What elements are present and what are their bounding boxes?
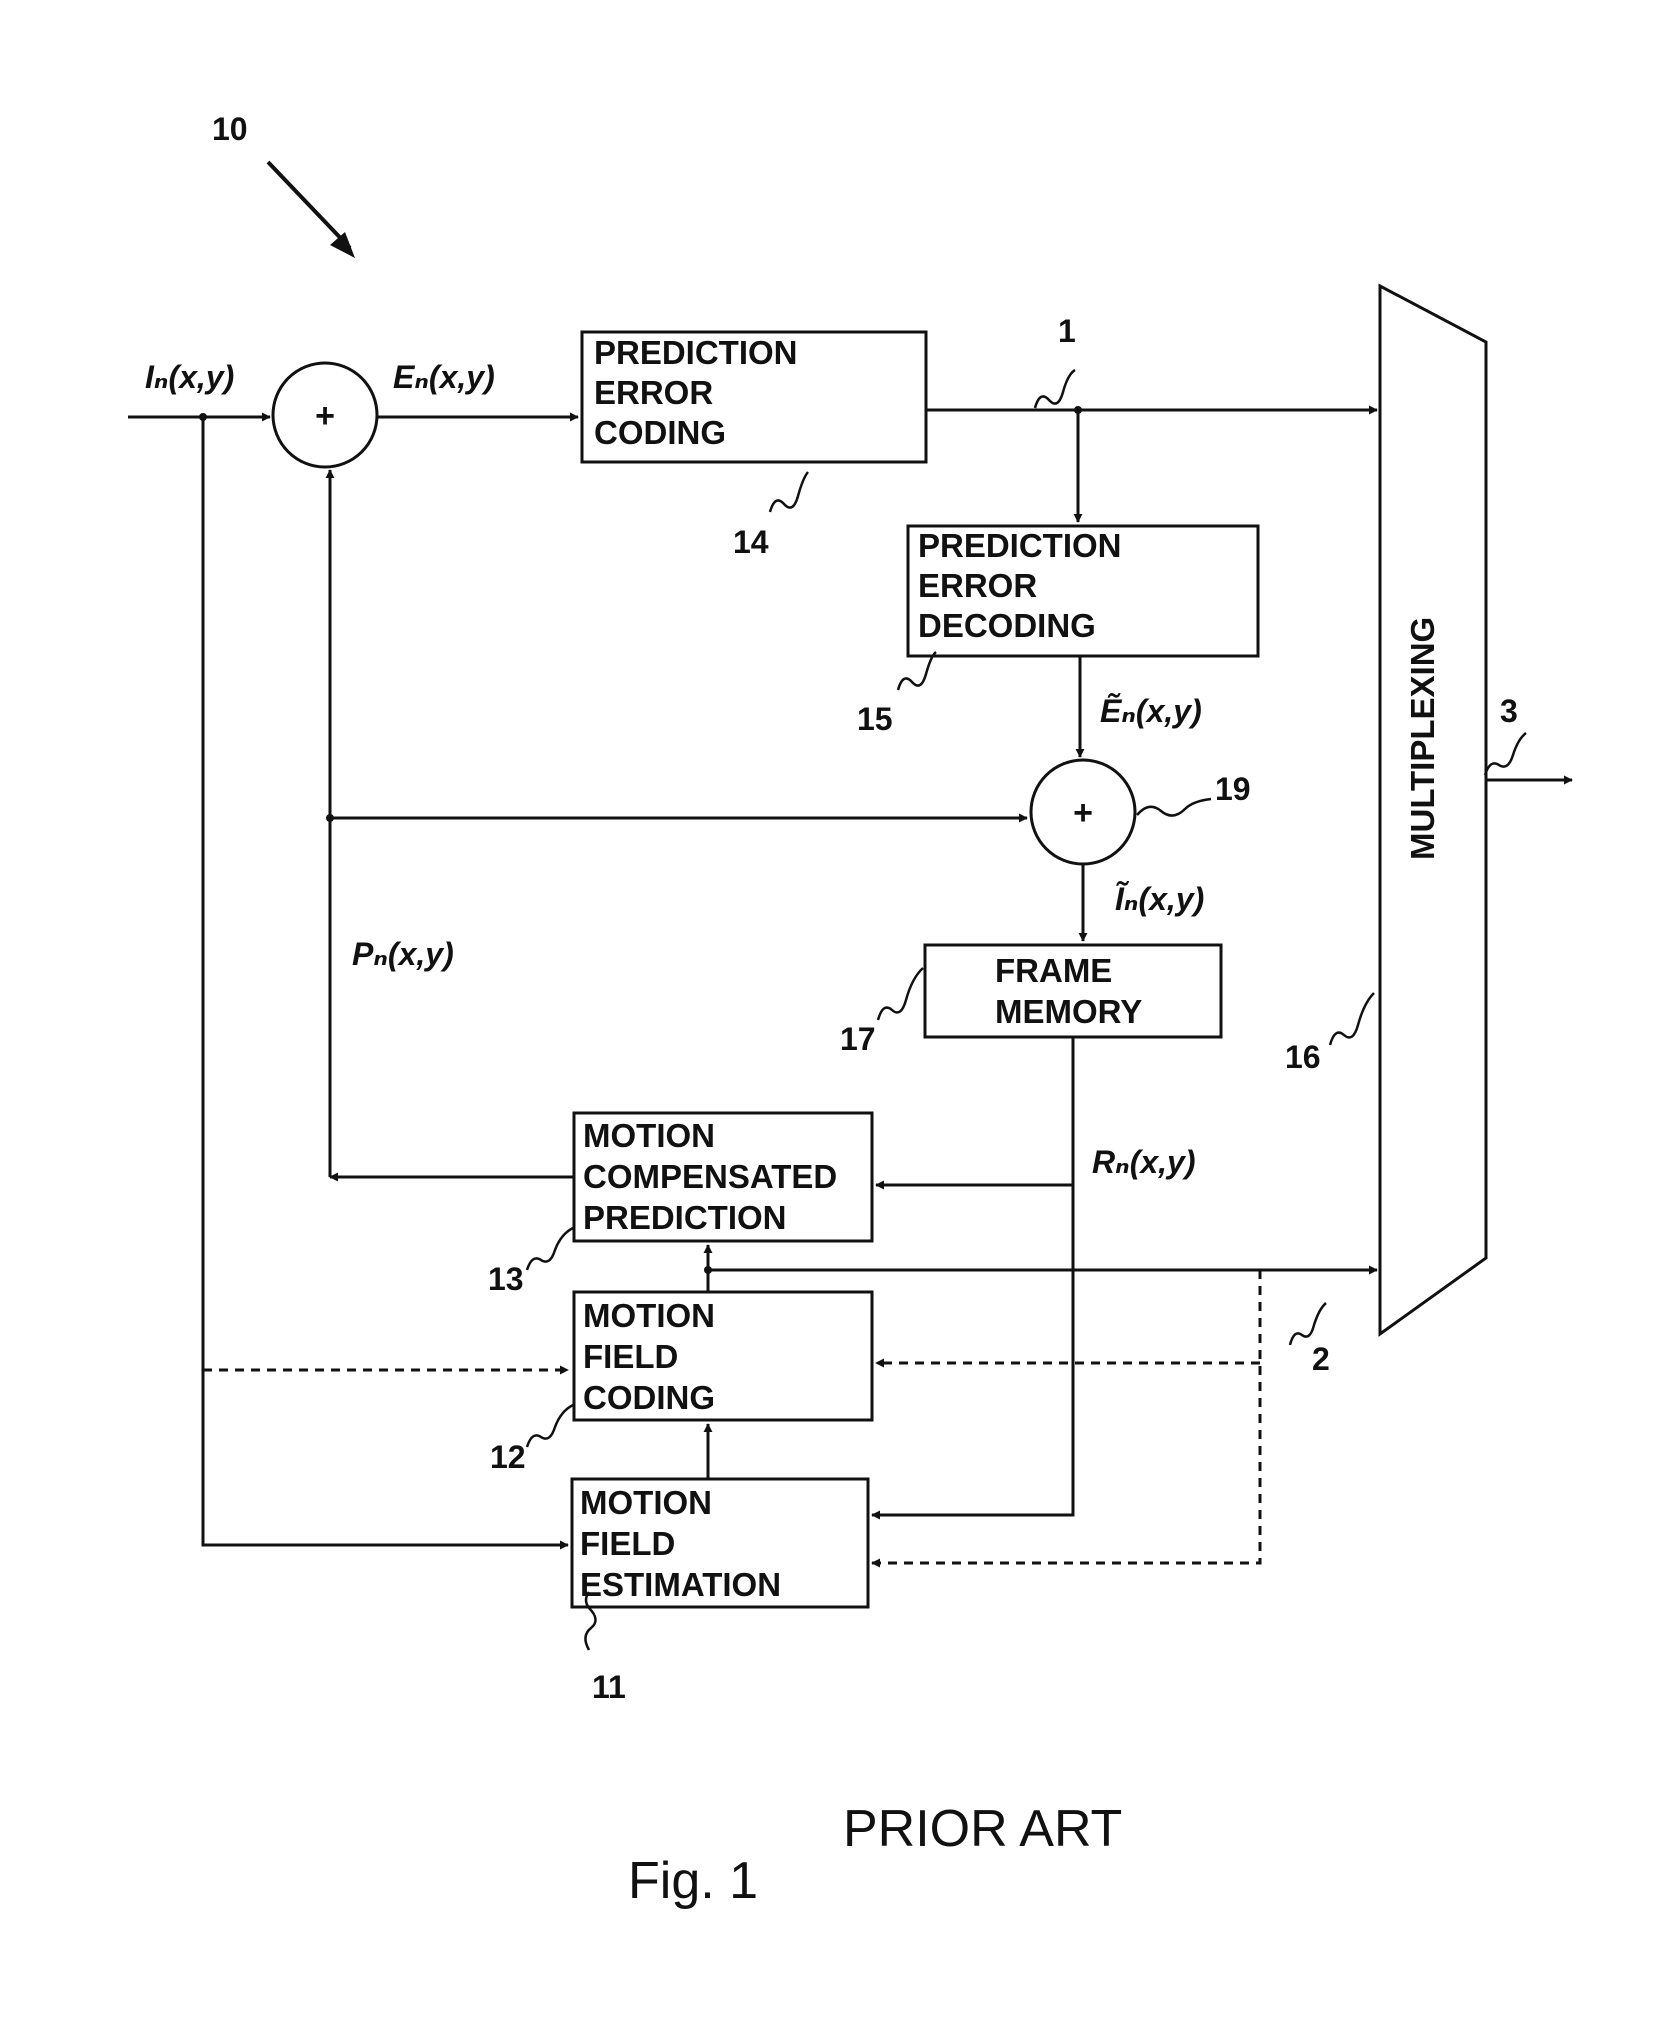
svg-text:MOTION: MOTION bbox=[583, 1297, 715, 1334]
ref-number-14: 14 bbox=[733, 524, 769, 560]
svg-text:ERROR: ERROR bbox=[594, 374, 713, 411]
ref-squiggle-19 bbox=[1136, 797, 1212, 817]
motion-field-coding-block: MOTION FIELD CODING bbox=[572, 1290, 874, 1422]
motion-compensated-prediction-block: MOTION COMPENSATED PREDICTION bbox=[572, 1111, 874, 1243]
svg-text:PREDICTION: PREDICTION bbox=[918, 527, 1122, 564]
ref-squiggle-14 bbox=[768, 471, 809, 513]
ref-squiggle-11 bbox=[584, 1591, 597, 1651]
svg-text:PREDICTION: PREDICTION bbox=[594, 334, 798, 371]
ref-squiggle-15 bbox=[896, 651, 937, 691]
signal-prediction-error-label: Eₙ(x,y) bbox=[393, 359, 495, 395]
svg-text:FRAME: FRAME bbox=[995, 952, 1112, 989]
ref-squiggle-1 bbox=[1033, 368, 1076, 409]
ref-squiggle-13 bbox=[525, 1226, 574, 1271]
motion-data-feedback-dashed-wire bbox=[871, 1270, 1262, 1568]
prediction-error-coding-block: PREDICTION ERROR CODING bbox=[580, 330, 928, 464]
figure-ref-number: 10 bbox=[212, 111, 248, 147]
svg-text:ESTIMATION: ESTIMATION bbox=[580, 1566, 781, 1603]
svg-text:CODING: CODING bbox=[583, 1379, 715, 1416]
svg-text:+: + bbox=[315, 397, 335, 435]
svg-text:COMPENSATED: COMPENSATED bbox=[583, 1158, 837, 1195]
reconstruction-summing-junction: + bbox=[1029, 758, 1137, 866]
svg-text:ERROR: ERROR bbox=[918, 567, 1037, 604]
ref-number-13: 13 bbox=[488, 1261, 524, 1297]
reference-frame-wire bbox=[871, 1037, 1075, 1520]
motion-field-estimation-block: MOTION FIELD ESTIMATION bbox=[570, 1477, 870, 1609]
ref-number-12: 12 bbox=[490, 1439, 526, 1475]
multiplexing-label: MULTIPLEXING bbox=[1404, 617, 1441, 860]
prediction-error-decoding-block: PREDICTION ERROR DECODING bbox=[906, 524, 1260, 658]
svg-text:MEMORY: MEMORY bbox=[995, 993, 1142, 1030]
svg-text:+: + bbox=[1073, 794, 1093, 832]
signal-prediction-label: Pₙ(x,y) bbox=[352, 936, 454, 972]
ref-number-11: 11 bbox=[592, 1669, 626, 1705]
multiplexing-block: MULTIPLEXING bbox=[1378, 283, 1488, 1337]
ref-number-17: 17 bbox=[840, 1021, 876, 1057]
figure-ref-arrowhead bbox=[330, 232, 355, 258]
ref-squiggle-17 bbox=[876, 967, 924, 1021]
ref-number-3: 3 bbox=[1500, 693, 1518, 729]
ref-squiggle-2 bbox=[1288, 1302, 1327, 1346]
ref-squiggle-12 bbox=[525, 1403, 574, 1448]
ref-number-19: 19 bbox=[1215, 771, 1251, 807]
ref-number-2: 2 bbox=[1312, 1341, 1330, 1377]
input-tap-wire bbox=[201, 417, 569, 1550]
prior-art-label: PRIOR ART bbox=[843, 1800, 1122, 1858]
signal-decoded-error-label: Ẽₙ(x,y) bbox=[1100, 693, 1202, 729]
signal-input-label: Iₙ(x,y) bbox=[145, 359, 234, 395]
svg-text:PREDICTION: PREDICTION bbox=[583, 1199, 787, 1236]
ref-number-1: 1 bbox=[1058, 313, 1076, 349]
svg-text:CODING: CODING bbox=[594, 414, 726, 451]
svg-text:DECODING: DECODING bbox=[918, 607, 1096, 644]
svg-text:FIELD: FIELD bbox=[580, 1525, 675, 1562]
figure-ref-arrow bbox=[266, 160, 352, 250]
input-summing-junction: + bbox=[271, 361, 379, 469]
frame-memory-block: FRAME MEMORY bbox=[923, 943, 1223, 1039]
ref-squiggle-16 bbox=[1328, 992, 1375, 1046]
svg-text:MOTION: MOTION bbox=[583, 1117, 715, 1154]
ref-number-15: 15 bbox=[857, 701, 893, 737]
figure-caption: Fig. 1 bbox=[628, 1852, 758, 1910]
svg-text:FIELD: FIELD bbox=[583, 1338, 678, 1375]
ref-squiggle-3 bbox=[1483, 732, 1527, 776]
signal-reference-frame-label: Rₙ(x,y) bbox=[1092, 1144, 1195, 1180]
signal-reconstructed-label: Ĩₙ(x,y) bbox=[1115, 881, 1204, 917]
svg-text:MOTION: MOTION bbox=[580, 1484, 712, 1521]
ref-number-16: 16 bbox=[1285, 1039, 1321, 1075]
